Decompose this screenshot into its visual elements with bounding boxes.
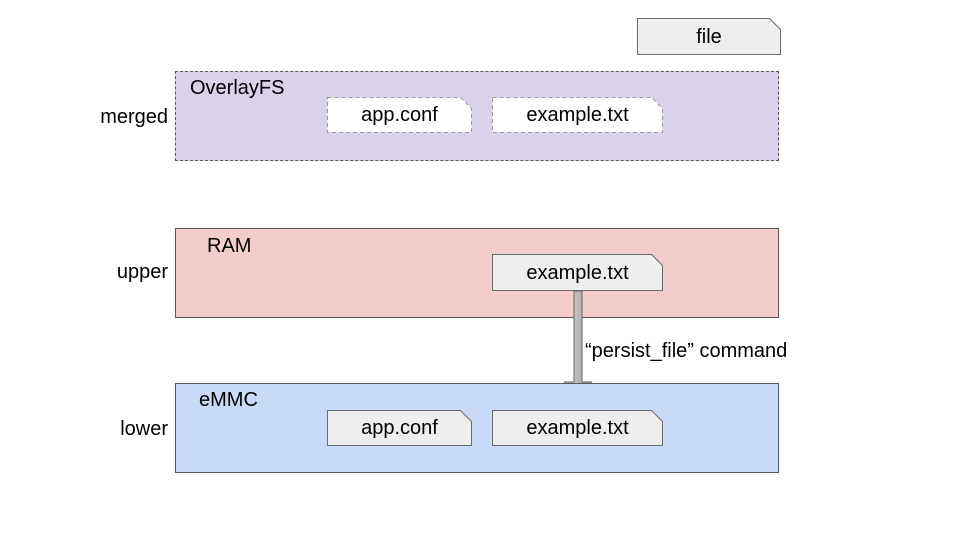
merged-layer-title: OverlayFS — [190, 77, 285, 99]
merged-file-app-conf: app.conf — [327, 97, 472, 133]
file-shape-icon — [327, 410, 472, 446]
upper-layer-title: RAM — [207, 235, 252, 257]
file-shape-icon — [327, 97, 472, 133]
merged-side-label: merged — [100, 106, 168, 128]
legend-file-node: file — [637, 18, 781, 55]
persist-command-caption: “persist_file” command — [585, 340, 788, 362]
file-shape-icon — [492, 254, 663, 291]
merged-layer-box — [175, 71, 779, 161]
file-label: example.txt — [526, 104, 629, 126]
file-label: example.txt — [526, 261, 629, 284]
upper-side-label: upper — [116, 261, 168, 283]
file-label: app.conf — [361, 417, 438, 439]
file-shape-icon — [492, 97, 663, 133]
lower-file-app-conf: app.conf — [327, 410, 472, 446]
legend-label: file — [696, 25, 722, 48]
file-shape-icon — [637, 18, 781, 55]
upper-file-example-txt: example.txt — [492, 254, 663, 291]
lower-side-label: lower — [120, 418, 168, 440]
lower-layer-title: eMMC — [199, 389, 258, 411]
lower-layer-box — [175, 383, 779, 473]
merged-file-example-txt: example.txt — [492, 97, 663, 133]
file-label: app.conf — [361, 104, 438, 126]
upper-layer-box — [175, 228, 779, 318]
file-label: example.txt — [526, 417, 629, 439]
lower-file-example-txt: example.txt — [492, 410, 663, 446]
file-shape-icon — [492, 410, 663, 446]
